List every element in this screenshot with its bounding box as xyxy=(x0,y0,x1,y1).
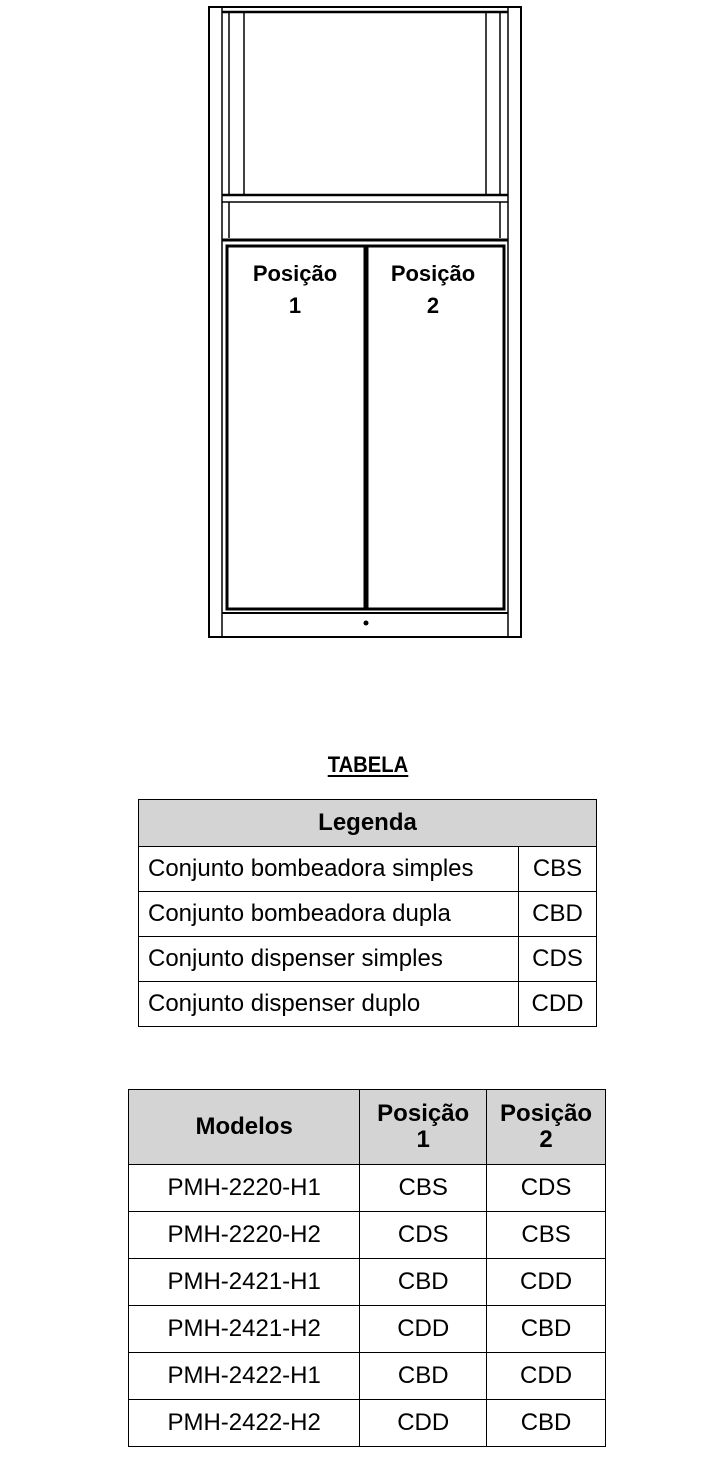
legend-row: Conjunto dispenser duplo CDD xyxy=(138,981,597,1027)
models-row: PMH-2422-H1 CBD CDD xyxy=(127,1352,606,1400)
position-2-cell: CDD xyxy=(486,1258,606,1306)
models-row: PMH-2421-H2 CDD CBD xyxy=(127,1305,606,1353)
legend-table: Legenda Conjunto bombeadora simples CBS … xyxy=(138,799,597,1027)
position-1-cell: CBS xyxy=(359,1164,488,1212)
position-2-label: Posição xyxy=(391,261,475,286)
position-2-cell: CBD xyxy=(486,1399,606,1447)
cabinet-frame xyxy=(208,6,522,638)
position-1-cell: CDS xyxy=(359,1211,488,1259)
model-cell: PMH-2220-H1 xyxy=(127,1164,361,1212)
models-header-position-2-number: 2 xyxy=(539,1126,553,1153)
models-header-row: Modelos Posição 1 Posição 2 xyxy=(127,1089,606,1165)
legend-code: CBD xyxy=(518,891,597,937)
model-cell: PMH-2422-H2 xyxy=(127,1399,361,1447)
legend-description: Conjunto dispenser simples xyxy=(138,936,519,982)
legend-code: CDS xyxy=(518,936,597,982)
position-1-label: Posição xyxy=(253,261,337,286)
position-1-cell: CBD xyxy=(359,1258,488,1306)
models-row: PMH-2220-H2 CDS CBS xyxy=(127,1211,606,1259)
position-1-cell: CDD xyxy=(359,1305,488,1353)
legend-description: Conjunto bombeadora dupla xyxy=(138,891,519,937)
position-1-cell: CDD xyxy=(359,1399,488,1447)
legend-code: CDD xyxy=(518,981,597,1027)
models-header-position-2: Posição 2 xyxy=(486,1089,606,1165)
model-cell: PMH-2421-H1 xyxy=(127,1258,361,1306)
models-header-position-2-label: Posição xyxy=(500,1100,593,1127)
models-row: PMH-2422-H2 CDD CBD xyxy=(127,1399,606,1447)
model-cell: PMH-2421-H2 xyxy=(127,1305,361,1353)
position-2-cell: CBD xyxy=(486,1305,606,1353)
legend-code: CBS xyxy=(518,846,597,892)
models-header-position-1-label: Posição xyxy=(377,1100,470,1127)
models-row: PMH-2220-H1 CBS CDS xyxy=(127,1164,606,1212)
position-2-cell: CDS xyxy=(486,1164,606,1212)
legend-description: Conjunto bombeadora simples xyxy=(138,846,519,892)
models-header-position-1: Posição 1 xyxy=(359,1089,488,1165)
models-row: PMH-2421-H1 CBD CDD xyxy=(127,1258,606,1306)
legend-row: Conjunto bombeadora simples CBS xyxy=(138,846,597,892)
position-1-number: 1 xyxy=(289,293,301,318)
position-1-cell: CBD xyxy=(359,1352,488,1400)
legend-description: Conjunto dispenser duplo xyxy=(138,981,519,1027)
tabela-title: TABELA xyxy=(327,752,409,777)
legend-header: Legenda xyxy=(138,799,597,847)
cabinet-diagram: Posição 1 Posição 2 xyxy=(208,6,522,638)
legend-row: Conjunto dispenser simples CDS xyxy=(138,936,597,982)
model-cell: PMH-2220-H2 xyxy=(127,1211,361,1259)
position-2-number: 2 xyxy=(427,293,439,318)
model-cell: PMH-2422-H1 xyxy=(127,1352,361,1400)
legend-row: Conjunto bombeadora dupla CBD xyxy=(138,891,597,937)
models-header-model: Modelos xyxy=(127,1089,361,1165)
position-2-cell: CDD xyxy=(486,1352,606,1400)
lock-icon xyxy=(363,620,369,626)
models-header-position-1-number: 1 xyxy=(416,1126,430,1153)
position-2-cell: CBS xyxy=(486,1211,606,1259)
models-table: Modelos Posição 1 Posição 2 PMH-2220-H1 … xyxy=(127,1089,606,1447)
legend-header-row: Legenda xyxy=(138,799,597,847)
